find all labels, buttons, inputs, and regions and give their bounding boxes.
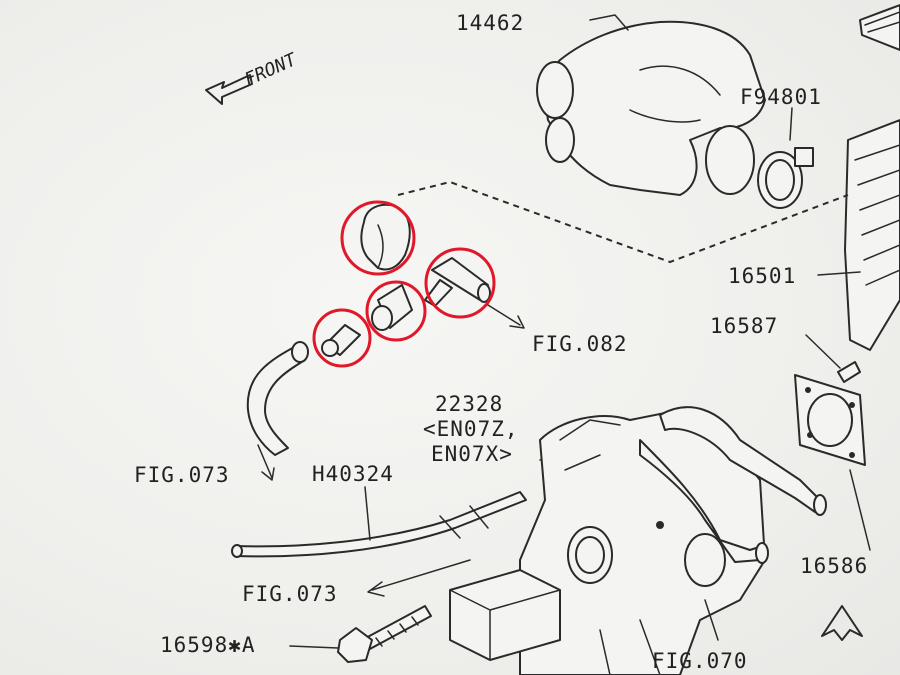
- bushing-part: [371, 284, 413, 331]
- label-fig070: FIG.070: [652, 649, 748, 673]
- label-h40324: H40324: [312, 462, 394, 486]
- fig073-lower-arrow-icon: [367, 559, 471, 597]
- label-en07x: EN07X>: [431, 442, 513, 466]
- long-hose-part: [231, 491, 527, 558]
- bolt-part: [337, 605, 432, 663]
- hose-clamp-part: [757, 147, 814, 209]
- leader-f94801: [789, 107, 793, 141]
- leader-16598a: [289, 645, 339, 649]
- label-22328: 22328: [435, 392, 503, 416]
- highlight-circle-bushing: [365, 280, 427, 342]
- highlight-circle-tee: [424, 247, 496, 319]
- leader-h40324: [364, 486, 371, 541]
- bent-hose-part: [246, 341, 309, 456]
- highlight-circle-clamp: [340, 200, 416, 276]
- fig082-arrow-icon: [487, 304, 525, 329]
- dashed-callout-line: [397, 180, 849, 264]
- leader-16586: [849, 469, 871, 551]
- front-label: FRONT: [241, 49, 300, 91]
- label-fig073-lower: FIG.073: [242, 582, 338, 606]
- gasket-part: [794, 374, 866, 466]
- leader-16587: [805, 334, 841, 369]
- throttle-body-assembly: [449, 406, 827, 675]
- nipple-fitting-part: [321, 324, 361, 357]
- pin-part: [837, 361, 861, 383]
- label-en07z: <EN07Z,: [423, 417, 519, 441]
- engine-block-part: [844, 4, 900, 351]
- tee-connector-part: [424, 257, 491, 307]
- front-arrow-icon: [205, 74, 253, 105]
- up-arrow-icon: [821, 605, 863, 641]
- label-16598a: 16598✱A: [160, 633, 256, 657]
- fig073-arrow-icon: [257, 444, 275, 481]
- leader-fig070: [704, 599, 719, 641]
- highlight-circle-nipple: [312, 308, 372, 368]
- label-16501: 16501: [728, 264, 796, 288]
- clamp-part: [360, 203, 411, 271]
- leader-16501: [817, 271, 861, 276]
- label-16586: 16586: [800, 554, 868, 578]
- label-fig073-upper: FIG.073: [134, 463, 230, 487]
- label-fig082: FIG.082: [532, 332, 628, 356]
- label-f94801: F94801: [740, 85, 822, 109]
- intake-duct-part: [536, 20, 766, 196]
- label-14462: 14462: [456, 11, 524, 35]
- leader-14462: [589, 14, 629, 31]
- label-16587: 16587: [710, 314, 778, 338]
